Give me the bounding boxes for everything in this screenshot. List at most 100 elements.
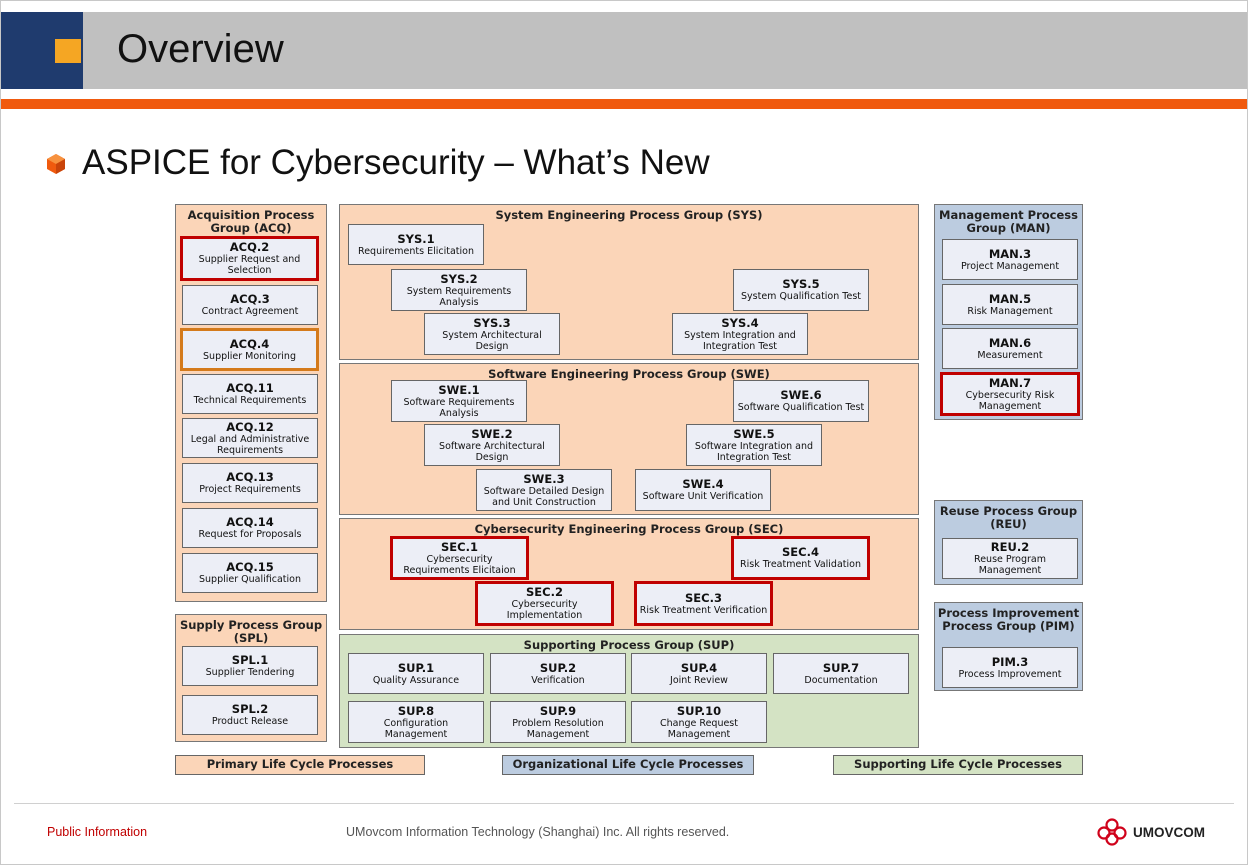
umovcom-logo-icon [1097,818,1127,846]
process-name: System Architectural Design [442,329,542,352]
process-name: Technical Requirements [193,395,307,406]
process-code: SWE.1 [438,382,480,397]
process-code: SPL.2 [231,702,269,716]
process-code: ACQ.2 [229,240,270,254]
process-name: Risk Management [967,305,1053,317]
process-box-sup-2[interactable]: SUP.2 Verification [490,653,626,694]
process-box-sys-3[interactable]: SYS.3 System Architectural Design [424,313,560,355]
process-code: SWE.5 [733,426,775,441]
process-box-man-3[interactable]: MAN.3 Project Management [942,239,1078,280]
process-name: Contract Agreement [201,306,299,317]
process-name: Process Improvement [958,668,1062,680]
process-box-swe-3[interactable]: SWE.3 Software Detailed Design and Unit … [476,469,612,511]
process-box-sup-1[interactable]: SUP.1 Quality Assurance [348,653,484,694]
process-code: SWE.2 [471,426,513,441]
process-box-sec-4[interactable]: SEC.4 Risk Treatment Validation [731,536,870,580]
process-name: Verification [531,674,585,686]
header-accent-square [55,39,81,63]
reu-group-title: Reuse Process Group (REU) [939,504,1078,531]
process-box-acq-13[interactable]: ACQ.13 Project Requirements [182,463,318,503]
process-code: SYS.5 [782,277,820,291]
process-box-sup-9[interactable]: SUP.9 Problem Resolution Management [490,701,626,743]
process-code: MAN.6 [988,335,1032,350]
process-code: PIM.3 [991,654,1029,669]
process-box-spl-2[interactable]: SPL.2 Product Release [182,695,318,735]
process-code: SYS.3 [473,315,511,330]
process-box-sec-2[interactable]: SEC.2 Cybersecurity Implementation [475,581,614,626]
sup-group-title: Supporting Process Group (SUP) [523,638,735,652]
process-box-swe-2[interactable]: SWE.2 Software Architectural Design [424,424,560,466]
process-code: SUP.9 [539,703,577,718]
spl-group-title: Supply Process Group (SPL) [179,618,323,645]
process-name: System Requirements Analysis [406,285,512,308]
legend-supporting: Supporting Life Cycle Processes [833,755,1083,775]
process-name: Risk Treatment Verification [639,604,768,616]
footer-copyright: UMovcom Information Technology (Shanghai… [346,825,730,839]
process-box-pim-3[interactable]: PIM.3 Process Improvement [942,647,1078,688]
process-code: SUP.10 [676,703,722,718]
process-code: SPL.1 [231,653,269,667]
process-code: ACQ.4 [229,336,270,351]
process-code: SYS.1 [397,231,435,246]
process-box-swe-5[interactable]: SWE.5 Software Integration and Integrati… [686,424,822,466]
process-name: Configuration Management [383,717,449,740]
process-name: System Qualification Test [741,291,861,302]
process-code: SYS.2 [440,271,478,286]
process-code: SEC.3 [685,590,722,605]
process-box-sup-10[interactable]: SUP.10 Change Request Management [631,701,767,743]
process-code: SUP.8 [397,703,435,718]
process-box-swe-6[interactable]: SWE.6 Software Qualification Test [733,380,869,422]
swe-group-title: Software Engineering Process Group (SWE) [488,367,770,381]
process-box-acq-12[interactable]: ACQ.12 Legal and Administrative Requirem… [182,418,318,458]
footer-classification: Public Information [47,825,148,839]
process-code: MAN.7 [988,375,1032,390]
process-code: SEC.4 [782,545,819,559]
process-code: MAN.3 [988,246,1032,261]
process-name: Reuse Program Management [974,554,1046,576]
header-bar [83,12,1247,89]
acq-group-title: Acquisition Process Group (ACQ) [187,208,315,235]
process-box-acq-15[interactable]: ACQ.15 Supplier Qualification [182,553,318,593]
process-box-man-5[interactable]: MAN.5 Risk Management [942,284,1078,325]
footer-divider [14,803,1234,804]
process-box-sup-7[interactable]: SUP.7 Documentation [773,653,909,694]
process-box-swe-4[interactable]: SWE.4 Software Unit Verification [635,469,771,511]
process-name: Documentation [804,674,878,686]
slide-subtitle: ASPICE for Cybersecurity – What’s New [82,143,710,182]
process-box-sys-2[interactable]: SYS.2 System Requirements Analysis [391,269,527,311]
process-name: Supplier Tendering [205,667,295,678]
process-name: Supplier Qualification [199,574,301,585]
page-title: Overview [117,27,284,71]
process-box-man-7[interactable]: MAN.7 Cybersecurity Risk Management [940,372,1080,416]
process-name: Cybersecurity Requirements Elicitaion [403,553,516,576]
process-box-acq-2[interactable]: ACQ.2 Supplier Request and Selection [180,236,319,281]
process-box-sys-1[interactable]: SYS.1 Requirements Elicitation [348,224,484,265]
process-box-man-6[interactable]: MAN.6 Measurement [942,328,1078,369]
process-code: SUP.7 [822,660,860,675]
process-box-spl-1[interactable]: SPL.1 Supplier Tendering [182,646,318,686]
process-code: SUP.1 [397,660,435,675]
process-code: SWE.6 [780,388,822,402]
process-box-sys-4[interactable]: SYS.4 System Integration and Integration… [672,313,808,355]
process-name: Legal and Administrative Requirements [190,433,310,456]
process-box-acq-14[interactable]: ACQ.14 Request for Proposals [182,508,318,548]
process-box-acq-4[interactable]: ACQ.4 Supplier Monitoring [180,328,319,371]
process-box-sup-4[interactable]: SUP.4 Joint Review [631,653,767,694]
process-box-acq-3[interactable]: ACQ.3 Contract Agreement [182,285,318,325]
process-name: Software Requirements Analysis [403,396,515,419]
sys-group-title: System Engineering Process Group (SYS) [495,208,763,222]
hexagon-bullet-icon [47,154,65,174]
process-box-reu-2[interactable]: REU.2 Reuse Program Management [942,538,1078,579]
man-group-title: Management Process Group (MAN) [939,208,1078,235]
process-code: ACQ.14 [226,515,274,529]
process-code: SEC.2 [526,585,563,599]
process-box-sys-5[interactable]: SYS.5 System Qualification Test [733,269,869,311]
process-name: Problem Resolution Management [512,717,604,740]
process-box-sup-8[interactable]: SUP.8 Configuration Management [348,701,484,743]
process-box-acq-11[interactable]: ACQ.11 Technical Requirements [182,374,318,414]
process-box-sec-1[interactable]: SEC.1 Cybersecurity Requirements Elicita… [390,536,529,580]
process-box-swe-1[interactable]: SWE.1 Software Requirements Analysis [391,380,527,422]
header-divider [1,99,1247,109]
process-box-sec-3[interactable]: SEC.3 Risk Treatment Verification [634,581,773,626]
process-name: Software Unit Verification [642,491,764,502]
